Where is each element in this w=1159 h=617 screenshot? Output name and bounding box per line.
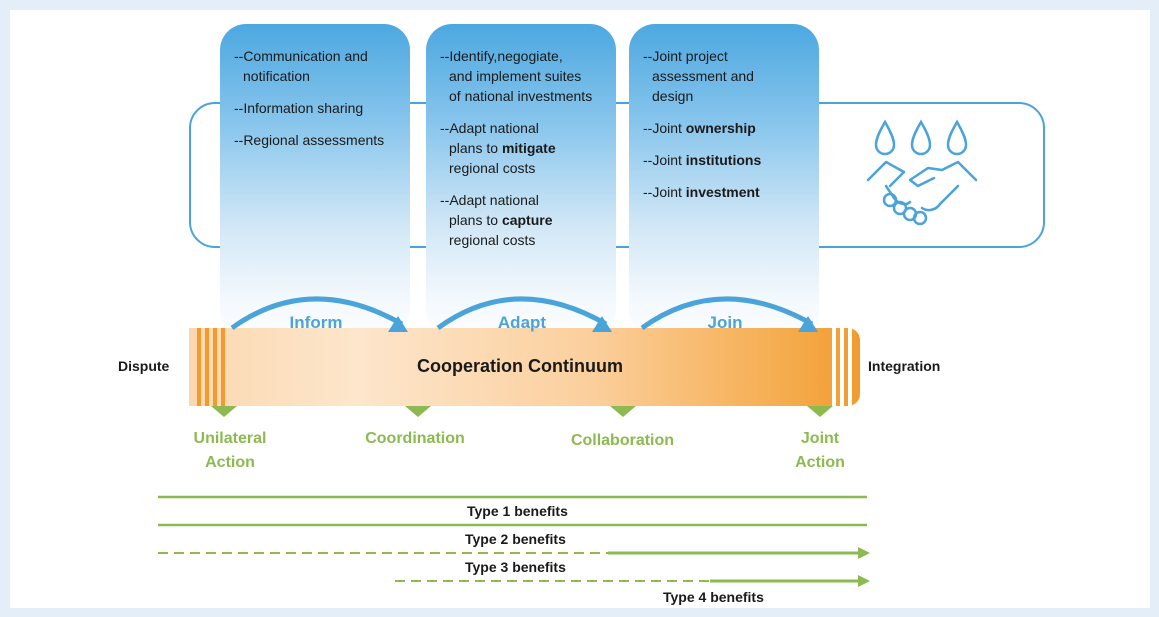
type-2-benefits: Type 2 benefits [465,531,566,547]
bar-stripe [832,328,836,406]
column-inform: --Communication and notification --Infor… [220,24,410,344]
join-arrow [640,296,814,331]
bar-stripe [197,328,201,406]
adapt-arrowhead [592,316,612,332]
diagram-canvas: --Communication and notification --Infor… [10,10,1150,608]
type-3-arrowhead [858,575,870,587]
dispute-label: Dispute [118,358,170,374]
integration-label: Integration [868,358,941,374]
join-item-2: --Joint ownership [643,120,756,136]
adapt-label: Adapt [497,313,547,332]
type-1-benefits: Type 1 benefits [467,503,568,519]
outline-frame [189,102,1045,248]
join-arrowhead [798,316,818,332]
type-3-benefits: Type 3 benefits [465,559,566,575]
bar-stripe [213,328,217,406]
join-item-3: --Joint institutions [643,152,762,168]
inform-item-2: --Information sharing [234,100,364,116]
inform-label: Inform [289,313,343,332]
join-label: Join [707,313,743,332]
join-item-1: --Joint project assessment and design [643,48,754,104]
inform-arrowhead [388,316,408,332]
handshake-icon [866,160,978,226]
join-item-4: --Joint investment [643,184,760,200]
type-4-benefits: Type 4 benefits [663,589,764,605]
bar-stripe [205,328,209,406]
stage-collaboration: Collaboration [570,432,675,449]
adapt-item-1: --Identify,negogiate, and implement suit… [440,48,593,104]
cooperation-continuum-bar [189,328,860,406]
inform-item-1: --Communication and notification [234,48,368,84]
bar-stripe [848,328,852,406]
adapt-item-3: --Adapt national plans to capture region… [440,192,553,248]
stage-marker [211,406,237,417]
column-join: --Joint project assessment and design --… [629,24,819,344]
inform-arrow [230,296,404,331]
continuum-title: Cooperation Continuum [417,356,623,376]
adapt-arrow [436,296,608,331]
inform-item-3: --Regional assessments [234,132,385,148]
bar-stripe [840,328,844,406]
column-adapt: --Identify,negogiate, and implement suit… [426,24,616,344]
stage-coordination: Coordination [365,430,465,447]
adapt-item-2: --Adapt national plans to mitigate regio… [440,120,556,176]
stage-marker [610,406,636,417]
stage-marker [405,406,431,417]
diagram-overlay [158,119,978,587]
water-drops-icon [874,119,968,156]
stage-marker [807,406,833,417]
bar-stripe [221,328,225,406]
type-2-arrowhead [858,547,870,559]
